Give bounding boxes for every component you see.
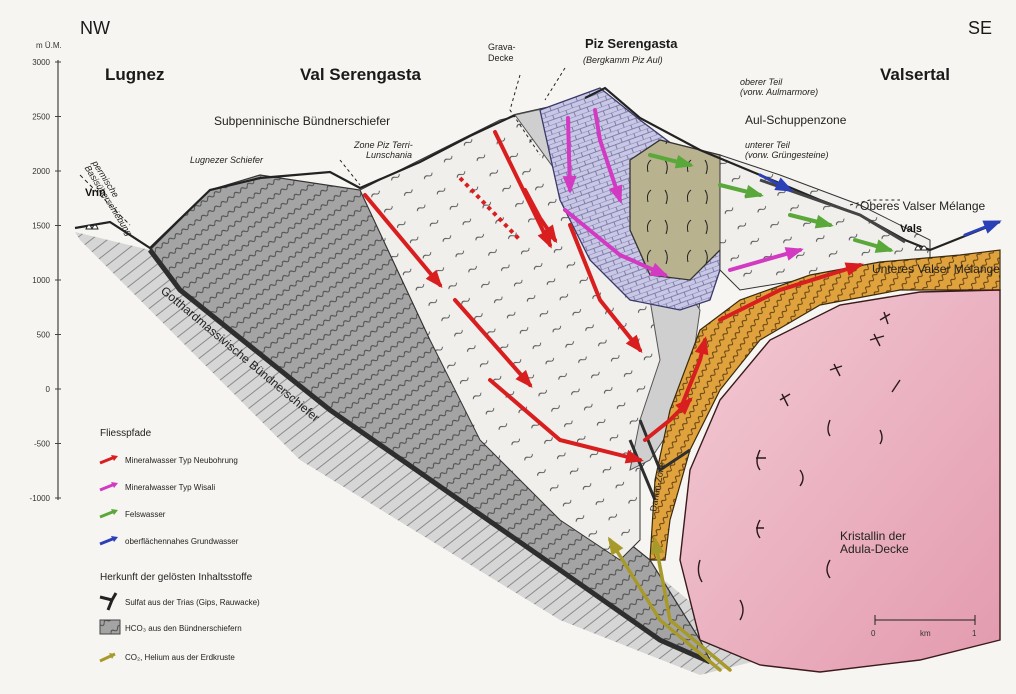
unterer-teil-line-1: unterer Teil — [745, 140, 791, 150]
label-vals: Vals — [900, 223, 922, 235]
elevation-tick-label: 3000 — [32, 58, 50, 67]
elevation-tick-label: 500 — [37, 331, 51, 340]
label-val-serengasta: Val Serengasta — [300, 65, 422, 84]
oberer-teil-line-2: (vorw. Aulmarmore) — [740, 87, 818, 97]
compass-nw: NW — [80, 18, 110, 38]
label-unteres-valser: Unteres Valser Mélange — [872, 262, 1000, 276]
kristallin-line-1: Kristallin der — [840, 529, 906, 543]
compass-se: SE — [968, 18, 992, 38]
legend-origin-label-2: CO₂, Helium aus der Erdkruste — [125, 653, 235, 662]
label-aul-schuppenzone: Aul-Schuppenzone — [745, 113, 847, 127]
legend-flow-label: Mineralwasser Typ Neubohrung — [125, 456, 238, 465]
schist-symbol-icon — [100, 620, 120, 634]
elevation-tick-label: 1500 — [32, 222, 50, 231]
legend-origin-label-1: HCO₃ aus den Bündnerschiefern — [125, 624, 242, 633]
label-kristallin: Kristallin der Adula-Decke — [840, 529, 909, 556]
elevation-tick-label: 2000 — [32, 167, 50, 176]
elevation-tick-label: 0 — [46, 385, 51, 394]
legend-origin-label-0: Sulfat aus der Trias (Gips, Rauwacke) — [125, 598, 260, 607]
scalebar-right: 1 — [972, 629, 977, 638]
label-subpenninische: Subpenninische Bündnerschiefer — [214, 114, 390, 128]
scalebar-unit: km — [920, 629, 931, 638]
legend-flow-label: Felswasser — [125, 510, 166, 519]
label-valsertal: Valsertal — [880, 65, 950, 84]
elevation-tick-label: 1000 — [32, 276, 50, 285]
zone-piz-terri-line-1: Zone Piz Terri- — [353, 140, 413, 150]
elevation-tick-label: 2500 — [32, 113, 50, 122]
label-piz-serengasta: Piz Serengasta — [585, 36, 678, 51]
legend-flow-title: Fliesspfade — [100, 428, 152, 439]
legend-origin-title: Herkunft der gelösten Inhaltsstoffe — [100, 572, 253, 583]
legend-flow-label: Mineralwasser Typ Wisali — [125, 483, 215, 492]
grava-line-1: Grava- — [488, 42, 516, 52]
label-piz-serengasta-sub: (Bergkamm Piz Aul) — [583, 55, 663, 65]
oberer-teil-line-1: oberer Teil — [740, 77, 783, 87]
unterer-teil-line-2: (vorw. Grüngesteine) — [745, 150, 829, 160]
label-lugnez: Lugnez — [105, 65, 165, 84]
elevation-tick-label: -1000 — [30, 494, 51, 503]
label-oberes-valser: Oberes Valser Mélange — [860, 199, 986, 213]
elevation-unit: m Ü.M. — [36, 41, 62, 50]
zone-piz-terri-line-2: Lunschania — [366, 150, 412, 160]
grava-line-2: Decke — [488, 53, 514, 63]
scalebar-left: 0 — [871, 629, 876, 638]
legend-flow-label: oberflächennahes Grundwasser — [125, 537, 239, 546]
kristallin-line-2: Adula-Decke — [840, 542, 909, 556]
label-lugnezer-schiefer: Lugnezer Schiefer — [190, 155, 264, 165]
elevation-tick-label: -500 — [34, 440, 51, 449]
